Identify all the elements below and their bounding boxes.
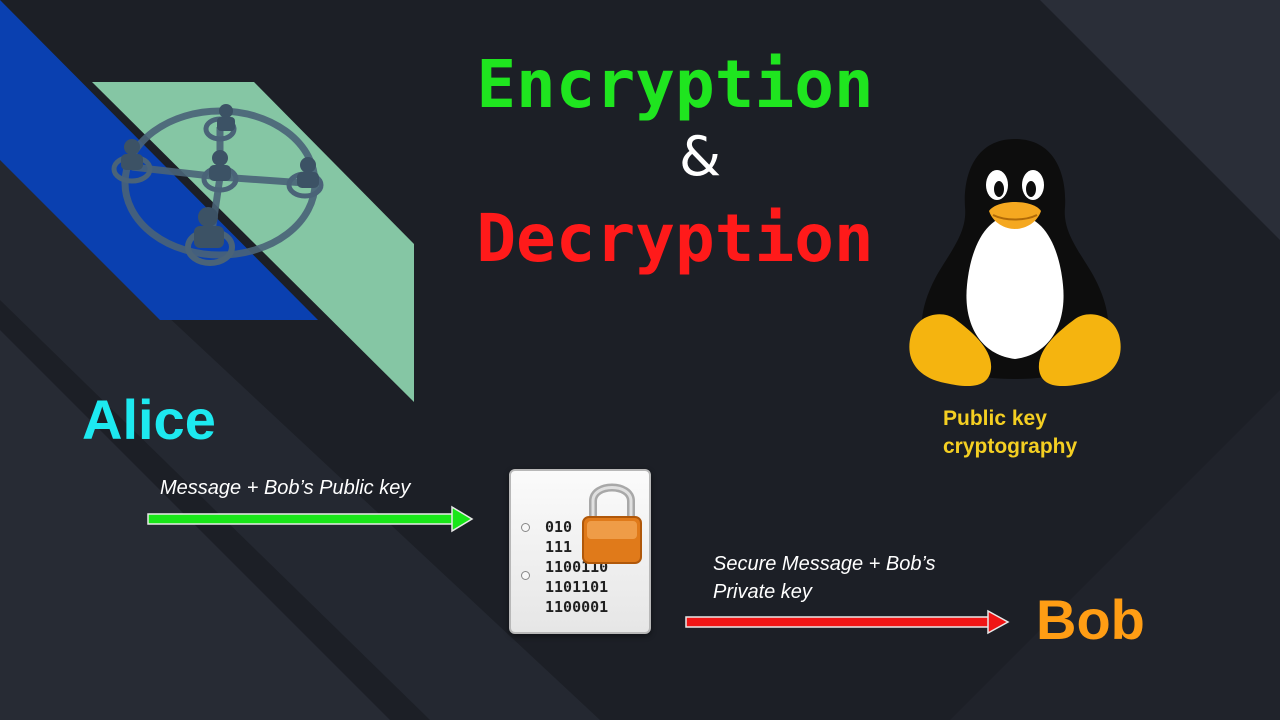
binary-line: 1101101 [545,578,609,596]
public-key-arrow [147,505,474,533]
blue-panel [0,0,318,320]
title-encryption: Encryption [476,46,874,123]
binary-line: 1100001 [545,598,609,616]
punch-hole [521,523,530,532]
mint-panel [92,82,414,402]
network-icon [111,104,324,266]
private-key-arrow [685,609,1010,635]
tux-penguin-icon [909,139,1121,387]
private-key-message-label-line2: Private key [713,581,812,603]
binary-line: 010 [545,518,573,536]
background-stripe [0,330,390,720]
private-key-message-label-line1: Secure Message + Bob’s [713,553,936,575]
public-key-caption-line1: Public key [943,407,1047,430]
binary-line: 111 [545,538,573,556]
title-decryption: Decryption [476,200,874,277]
locked-file-icon: 010 111 1100110 1101101 1100001 [509,469,651,634]
bob-label: Bob [1036,588,1145,651]
punch-hole [521,571,530,580]
background-stripe [1040,0,1280,240]
alice-label: Alice [82,388,216,451]
padlock-icon [582,483,642,564]
public-key-caption-line2: cryptography [943,435,1078,458]
title-ampersand: & [678,125,722,188]
background-stripe [950,390,1280,720]
public-key-message-label: Message + Bob’s Public key [160,477,411,499]
